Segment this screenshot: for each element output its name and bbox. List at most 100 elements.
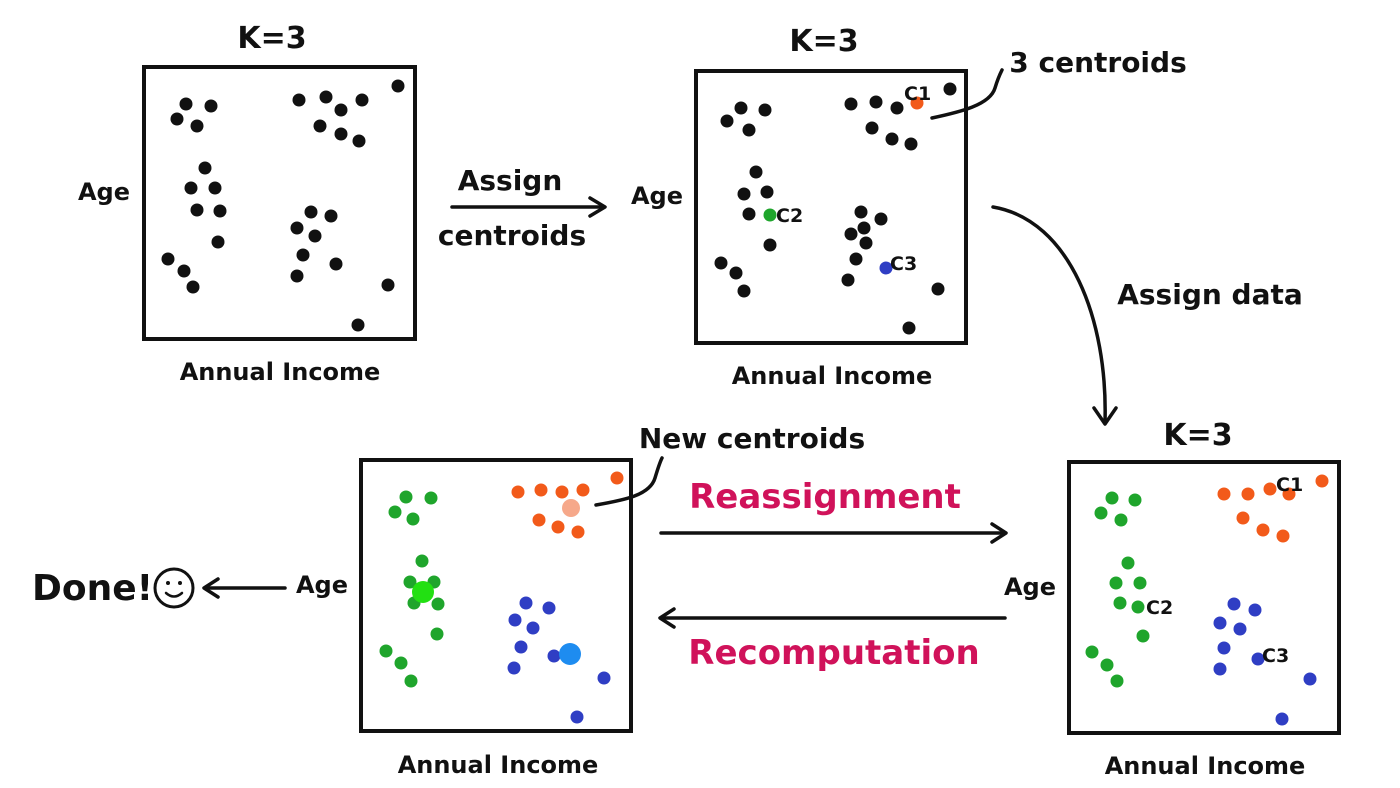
step-assign-centroids-label-line1: Assign <box>458 164 563 197</box>
data-point <box>186 280 200 294</box>
data-point-c3 <box>526 621 540 635</box>
data-point <box>720 114 734 128</box>
panel-centroids-c2-label: C2 <box>776 205 803 227</box>
data-point <box>351 318 365 332</box>
data-point <box>208 181 222 195</box>
data-point <box>334 103 348 117</box>
arrow-done-head <box>202 577 220 599</box>
data-point <box>355 93 369 107</box>
data-point-c2 <box>1133 576 1147 590</box>
data-point <box>324 209 338 223</box>
data-point-c2 <box>424 491 438 505</box>
data-point-c1 <box>532 513 546 527</box>
data-point <box>329 257 343 271</box>
data-point-c1 <box>576 483 590 497</box>
data-point <box>749 165 763 179</box>
panel-centroids: K=3 Age Annual Income C1 C2 C3 <box>631 24 968 390</box>
data-point-c1 <box>551 520 565 534</box>
data-point <box>844 227 858 241</box>
data-point-c3 <box>1213 662 1227 676</box>
done-group: Done! <box>32 567 287 609</box>
data-point <box>352 134 366 148</box>
panel-centroids-points <box>714 82 957 335</box>
data-point <box>737 284 751 298</box>
data-point <box>943 82 957 96</box>
data-point-c2 <box>399 490 413 504</box>
data-point <box>737 187 751 201</box>
data-point-c1 <box>1256 523 1270 537</box>
panel-centroids-title: K=3 <box>789 24 858 59</box>
data-point <box>179 97 193 111</box>
data-point-c2 <box>430 627 444 641</box>
data-point-c1 <box>1315 474 1329 488</box>
annotation-three-centroids: 3 centroids <box>930 46 1187 120</box>
done-text: Done! <box>32 568 153 609</box>
data-point-c3 <box>547 649 561 663</box>
data-point <box>161 252 175 266</box>
panel-initial: K=3 Age Annual Income <box>78 21 417 386</box>
data-point-c1 <box>1282 487 1296 501</box>
data-point-c2 <box>1109 576 1123 590</box>
data-point-c1 <box>555 485 569 499</box>
data-point-c3 <box>508 613 522 627</box>
panel-final-ylabel: Age <box>296 571 348 599</box>
data-point-c2 <box>431 597 445 611</box>
data-point-c2 <box>1105 491 1119 505</box>
data-point <box>391 79 405 93</box>
step-reassignment-label: Reassignment <box>689 477 961 517</box>
panel-final-xlabel: Annual Income <box>398 751 599 779</box>
data-point-c2 <box>394 656 408 670</box>
data-point-c1 <box>1276 529 1290 543</box>
data-point-c3 <box>1303 672 1317 686</box>
step-recomputation: Recomputation <box>658 607 1007 673</box>
data-point-c2 <box>403 575 417 589</box>
panel-initial-title: K=3 <box>237 21 306 56</box>
panel-assigned-c1-label: C1 <box>1276 474 1303 496</box>
data-point <box>290 269 304 283</box>
annotation-new-centroids: New centroids <box>594 422 865 507</box>
panel-centroids-frame <box>694 69 968 345</box>
data-point-c3 <box>1233 622 1247 636</box>
data-point-c1 <box>1241 487 1255 501</box>
data-point-c1 <box>1236 511 1250 525</box>
data-point <box>890 101 904 115</box>
data-point-c2 <box>1094 506 1108 520</box>
data-point-c3 <box>1248 603 1262 617</box>
data-point <box>885 132 899 146</box>
data-point <box>902 321 916 335</box>
panel-final-frame <box>359 458 633 733</box>
data-point <box>849 252 863 266</box>
new-centroid-c2 <box>412 581 434 603</box>
panel-assigned: K=3 Age Annual Income C1 C2 C3 <box>1004 418 1341 780</box>
data-point-c3 <box>1227 597 1241 611</box>
data-point <box>844 97 858 111</box>
panel-assigned-frame <box>1067 460 1341 735</box>
annotation-new-centroids-text: New centroids <box>639 422 865 455</box>
smiley-icon <box>153 567 195 609</box>
data-point-c2 <box>1110 674 1124 688</box>
panel-final: Age Annual Income <box>296 458 633 779</box>
data-point-c2 <box>404 674 418 688</box>
data-point <box>198 161 212 175</box>
data-point-c1 <box>534 483 548 497</box>
data-point <box>874 212 888 226</box>
annotation-three-centroids-text: 3 centroids <box>1009 46 1187 79</box>
centroid-c2 <box>763 208 777 222</box>
data-point-c2 <box>415 554 429 568</box>
data-point-c2 <box>1131 600 1145 614</box>
data-point <box>211 235 225 249</box>
new-centroid-c1 <box>562 499 580 517</box>
panel-final-points <box>379 471 624 724</box>
step-assign-data: Assign data <box>991 205 1303 426</box>
data-point-c2 <box>1100 658 1114 672</box>
data-point-c3 <box>597 671 611 685</box>
data-point <box>381 278 395 292</box>
data-point-c2 <box>406 512 420 526</box>
data-point <box>857 221 871 235</box>
data-point-c1 <box>511 485 525 499</box>
data-point-c2 <box>1085 645 1099 659</box>
data-point <box>904 137 918 151</box>
data-point-c2 <box>1136 629 1150 643</box>
arrow-assign-data <box>991 205 1107 424</box>
arrow-assign-data-head <box>1092 406 1118 426</box>
